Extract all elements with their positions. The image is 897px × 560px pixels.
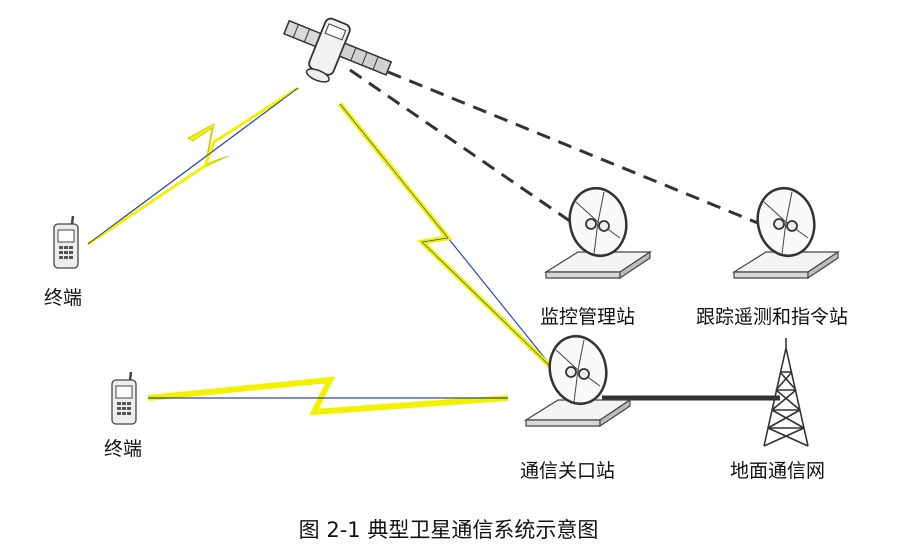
- mobile-phone-icon: [110, 370, 138, 426]
- monitor-station-dish-icon: [544, 181, 652, 280]
- label-terminal-top: 终端: [44, 287, 83, 309]
- label-ttc-station: 跟踪遥测和指令站: [696, 306, 849, 328]
- label-terrestrial-network: 地面通信网: [730, 460, 826, 482]
- radio-link-terminal-top: [87, 86, 299, 246]
- label-monitor-station: 监控管理站: [540, 306, 636, 328]
- figure-caption: 图 2-1 典型卫星通信系统示意图: [298, 518, 599, 542]
- radio-link-terminal-bottom: [147, 376, 509, 416]
- satellite-icon: [283, 17, 393, 83]
- radio-link-gateway: [338, 102, 558, 374]
- mobile-phone-icon: [52, 214, 80, 270]
- tower-icon: [763, 338, 809, 447]
- label-terminal-bottom: 终端: [104, 438, 143, 460]
- ttc-station-dish-icon: [732, 181, 840, 280]
- gateway-station-dish-icon: [524, 329, 632, 428]
- control-link-monitor: [349, 68, 581, 230]
- label-gateway-station: 通信关口站: [520, 460, 616, 482]
